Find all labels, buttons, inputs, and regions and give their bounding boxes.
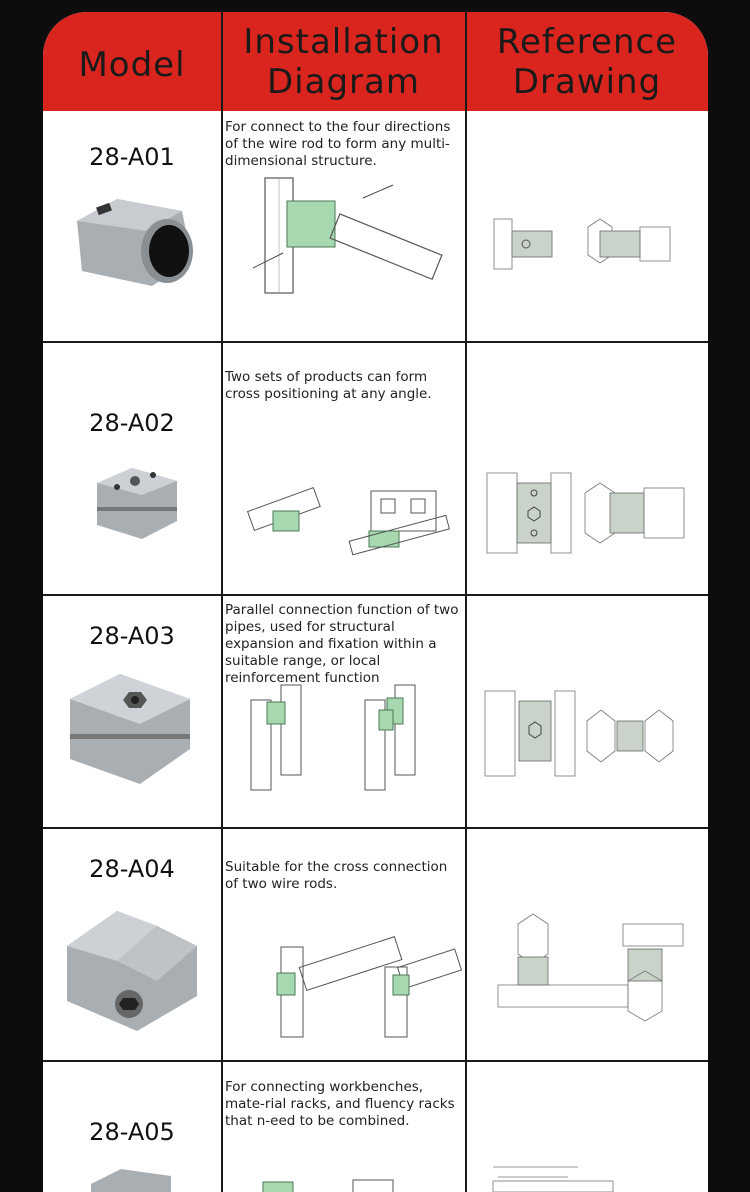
reference-drawing-28-a04 <box>497 913 684 1022</box>
installation-diagram-28-a02 <box>246 487 451 556</box>
header-installation-diagram: Installation Diagram <box>243 21 444 102</box>
product-photo-28-a01 <box>77 199 193 286</box>
description: Two sets of products can form cross posi… <box>225 369 432 402</box>
installation-diagram-28-a04 <box>276 936 463 1038</box>
product-photo-28-a04 <box>67 911 197 1031</box>
description: Parallel connection function of two pipe… <box>225 602 459 686</box>
model-number: 28-A05 <box>89 1118 175 1146</box>
model-number: 28-A03 <box>89 622 175 650</box>
product-photo-28-a03 <box>70 674 190 784</box>
product-table: Model Installation Diagram Reference Dra… <box>43 12 708 1192</box>
description: For connect to the four directions of th… <box>225 119 451 169</box>
header-model: Model <box>78 44 186 85</box>
table-row: 28-A03 Parallel connection function of t… <box>43 596 708 827</box>
table-row: 28-A04 Suitable for the cross connection… <box>43 829 708 1060</box>
table-row: 28-A02 Two sets of products can form cro… <box>43 343 708 594</box>
column-divider <box>465 12 467 1192</box>
header-reference-drawing: Reference Drawing <box>496 21 678 102</box>
description: For connecting workbenches, mate-rial ra… <box>225 1079 455 1129</box>
reference-drawing-28-a05 <box>492 1166 614 1192</box>
row-divider <box>43 594 708 596</box>
row-divider <box>43 341 708 343</box>
row-divider <box>43 1060 708 1062</box>
installation-diagram-28-a01 <box>252 177 443 294</box>
product-photo-28-a02 <box>97 468 177 539</box>
reference-drawing-28-a03 <box>484 690 674 777</box>
model-number: 28-A02 <box>89 409 175 437</box>
table-header: Model Installation Diagram Reference Dra… <box>43 12 708 111</box>
reference-drawing-28-a01 <box>493 218 671 270</box>
installation-diagram-28-a05 <box>262 1179 394 1192</box>
model-number: 28-A04 <box>89 855 175 883</box>
table-row: 28-A01 For connect to the four direction… <box>43 113 708 341</box>
model-number: 28-A01 <box>89 143 175 171</box>
column-divider <box>221 12 223 1192</box>
installation-diagram-28-a03 <box>250 684 416 791</box>
reference-drawing-28-a02 <box>486 472 685 554</box>
description: Suitable for the cross connection of two… <box>225 859 448 892</box>
row-divider <box>43 827 708 829</box>
product-photo-28-a05 <box>91 1169 171 1192</box>
table-row: 28-A05 For connecting workbenches, mate-… <box>43 1062 708 1192</box>
